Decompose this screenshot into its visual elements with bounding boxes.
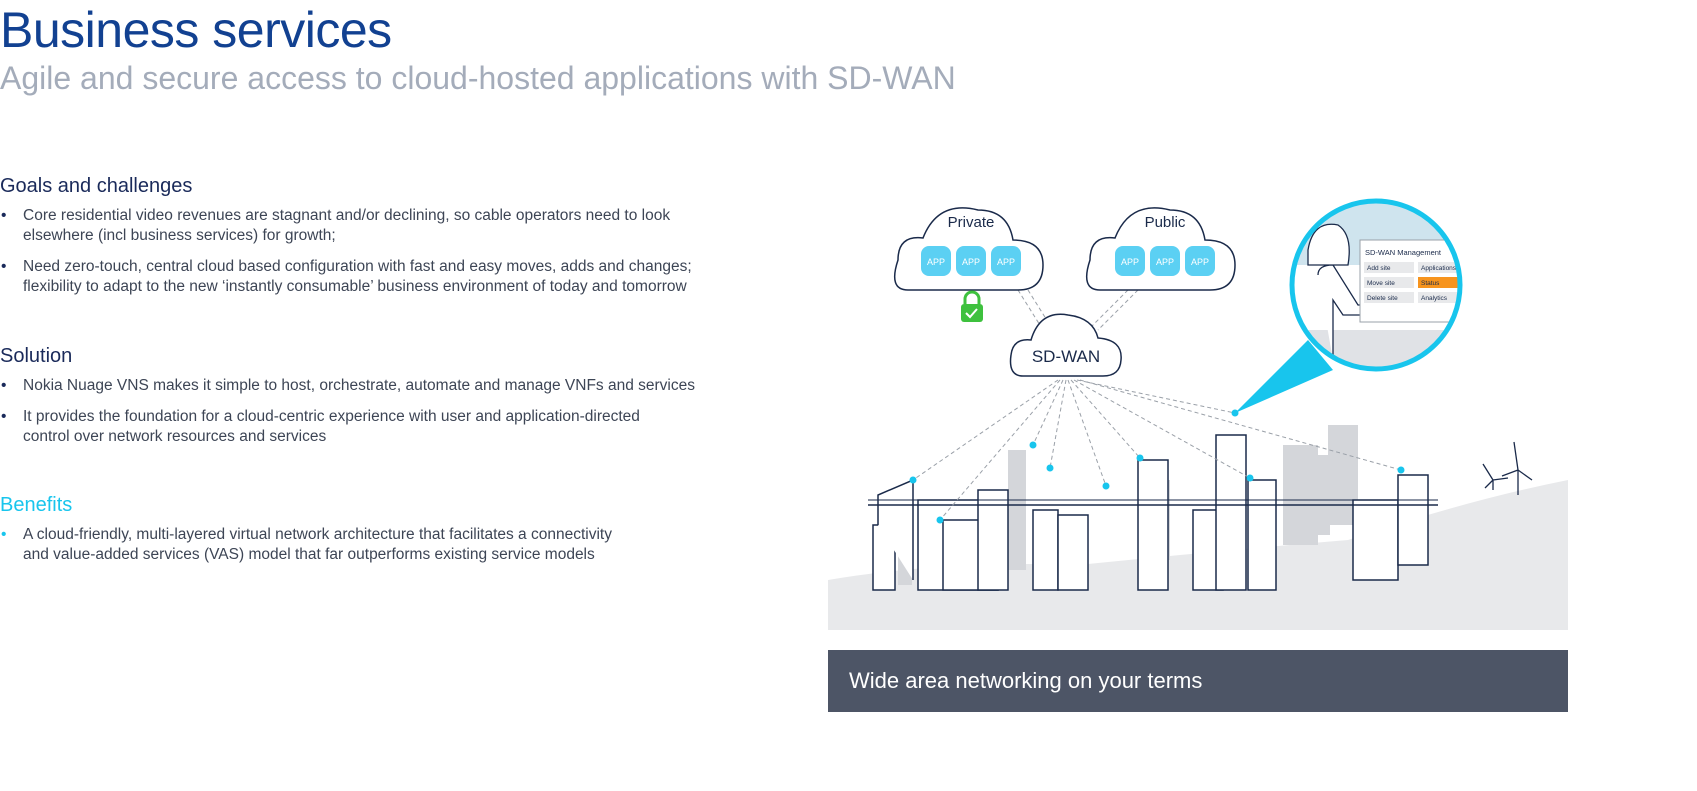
sdwan-cloud: SD-WAN bbox=[1009, 313, 1122, 377]
tagline-banner: Wide area networking on your terms bbox=[828, 650, 1568, 712]
public-cloud-label: Public bbox=[1145, 214, 1186, 231]
connection-lines bbox=[912, 289, 1402, 521]
mgmt-item: Move site bbox=[1367, 280, 1395, 287]
wind-turbine-icon bbox=[1482, 441, 1533, 495]
goals-heading: Goals and challenges bbox=[0, 175, 193, 197]
goals-bullet: Core residential video revenues are stag… bbox=[0, 206, 743, 246]
app-label: APP bbox=[1191, 257, 1209, 267]
public-cloud: Public APP APP APP bbox=[1085, 207, 1236, 291]
mgmt-item: Delete site bbox=[1367, 295, 1398, 302]
mgmt-item: Add site bbox=[1367, 265, 1391, 272]
private-cloud-label: Private bbox=[948, 214, 995, 231]
sdwan-illustration: Private APP APP APP Public APP APP APP S… bbox=[828, 198, 1568, 630]
benefits-heading: Benefits bbox=[0, 494, 73, 516]
city-buildings bbox=[868, 434, 1438, 591]
lock-icon bbox=[961, 290, 983, 322]
callout-pointer bbox=[1235, 340, 1333, 413]
management-callout: SD-WAN Management Add site Applications … bbox=[1289, 198, 1463, 372]
app-label: APP bbox=[962, 257, 980, 267]
solution-heading: Solution bbox=[0, 345, 73, 367]
mgmt-item: Applications bbox=[1421, 265, 1457, 272]
mgmt-item: Analytics bbox=[1421, 295, 1448, 302]
app-label: APP bbox=[997, 257, 1015, 267]
solution-section: Solution Nokia Nuage VNS makes it simple… bbox=[0, 345, 760, 458]
solution-bullet: Nokia Nuage VNS makes it simple to host,… bbox=[0, 376, 743, 396]
benefits-section: Benefits A cloud-friendly, multi-layered… bbox=[0, 494, 760, 576]
benefits-bullet: A cloud-friendly, multi-layered virtual … bbox=[0, 525, 623, 565]
mgmt-item: Status bbox=[1421, 280, 1440, 287]
mgmt-title: SD-WAN Management bbox=[1365, 248, 1442, 257]
app-label: APP bbox=[927, 257, 945, 267]
sdwan-label: SD-WAN bbox=[1032, 347, 1100, 366]
page-title: Business services bbox=[0, 2, 392, 58]
goals-bullet: Need zero-touch, central cloud based con… bbox=[0, 257, 743, 297]
solution-bullet: It provides the foundation for a cloud-c… bbox=[0, 407, 663, 447]
page-subtitle: Agile and secure access to cloud-hosted … bbox=[0, 60, 956, 96]
private-cloud: Private APP APP APP bbox=[893, 207, 1044, 291]
goals-section: Goals and challenges Core residential vi… bbox=[0, 175, 760, 308]
app-label: APP bbox=[1121, 257, 1139, 267]
site-nodes bbox=[909, 409, 1405, 524]
app-label: APP bbox=[1156, 257, 1174, 267]
